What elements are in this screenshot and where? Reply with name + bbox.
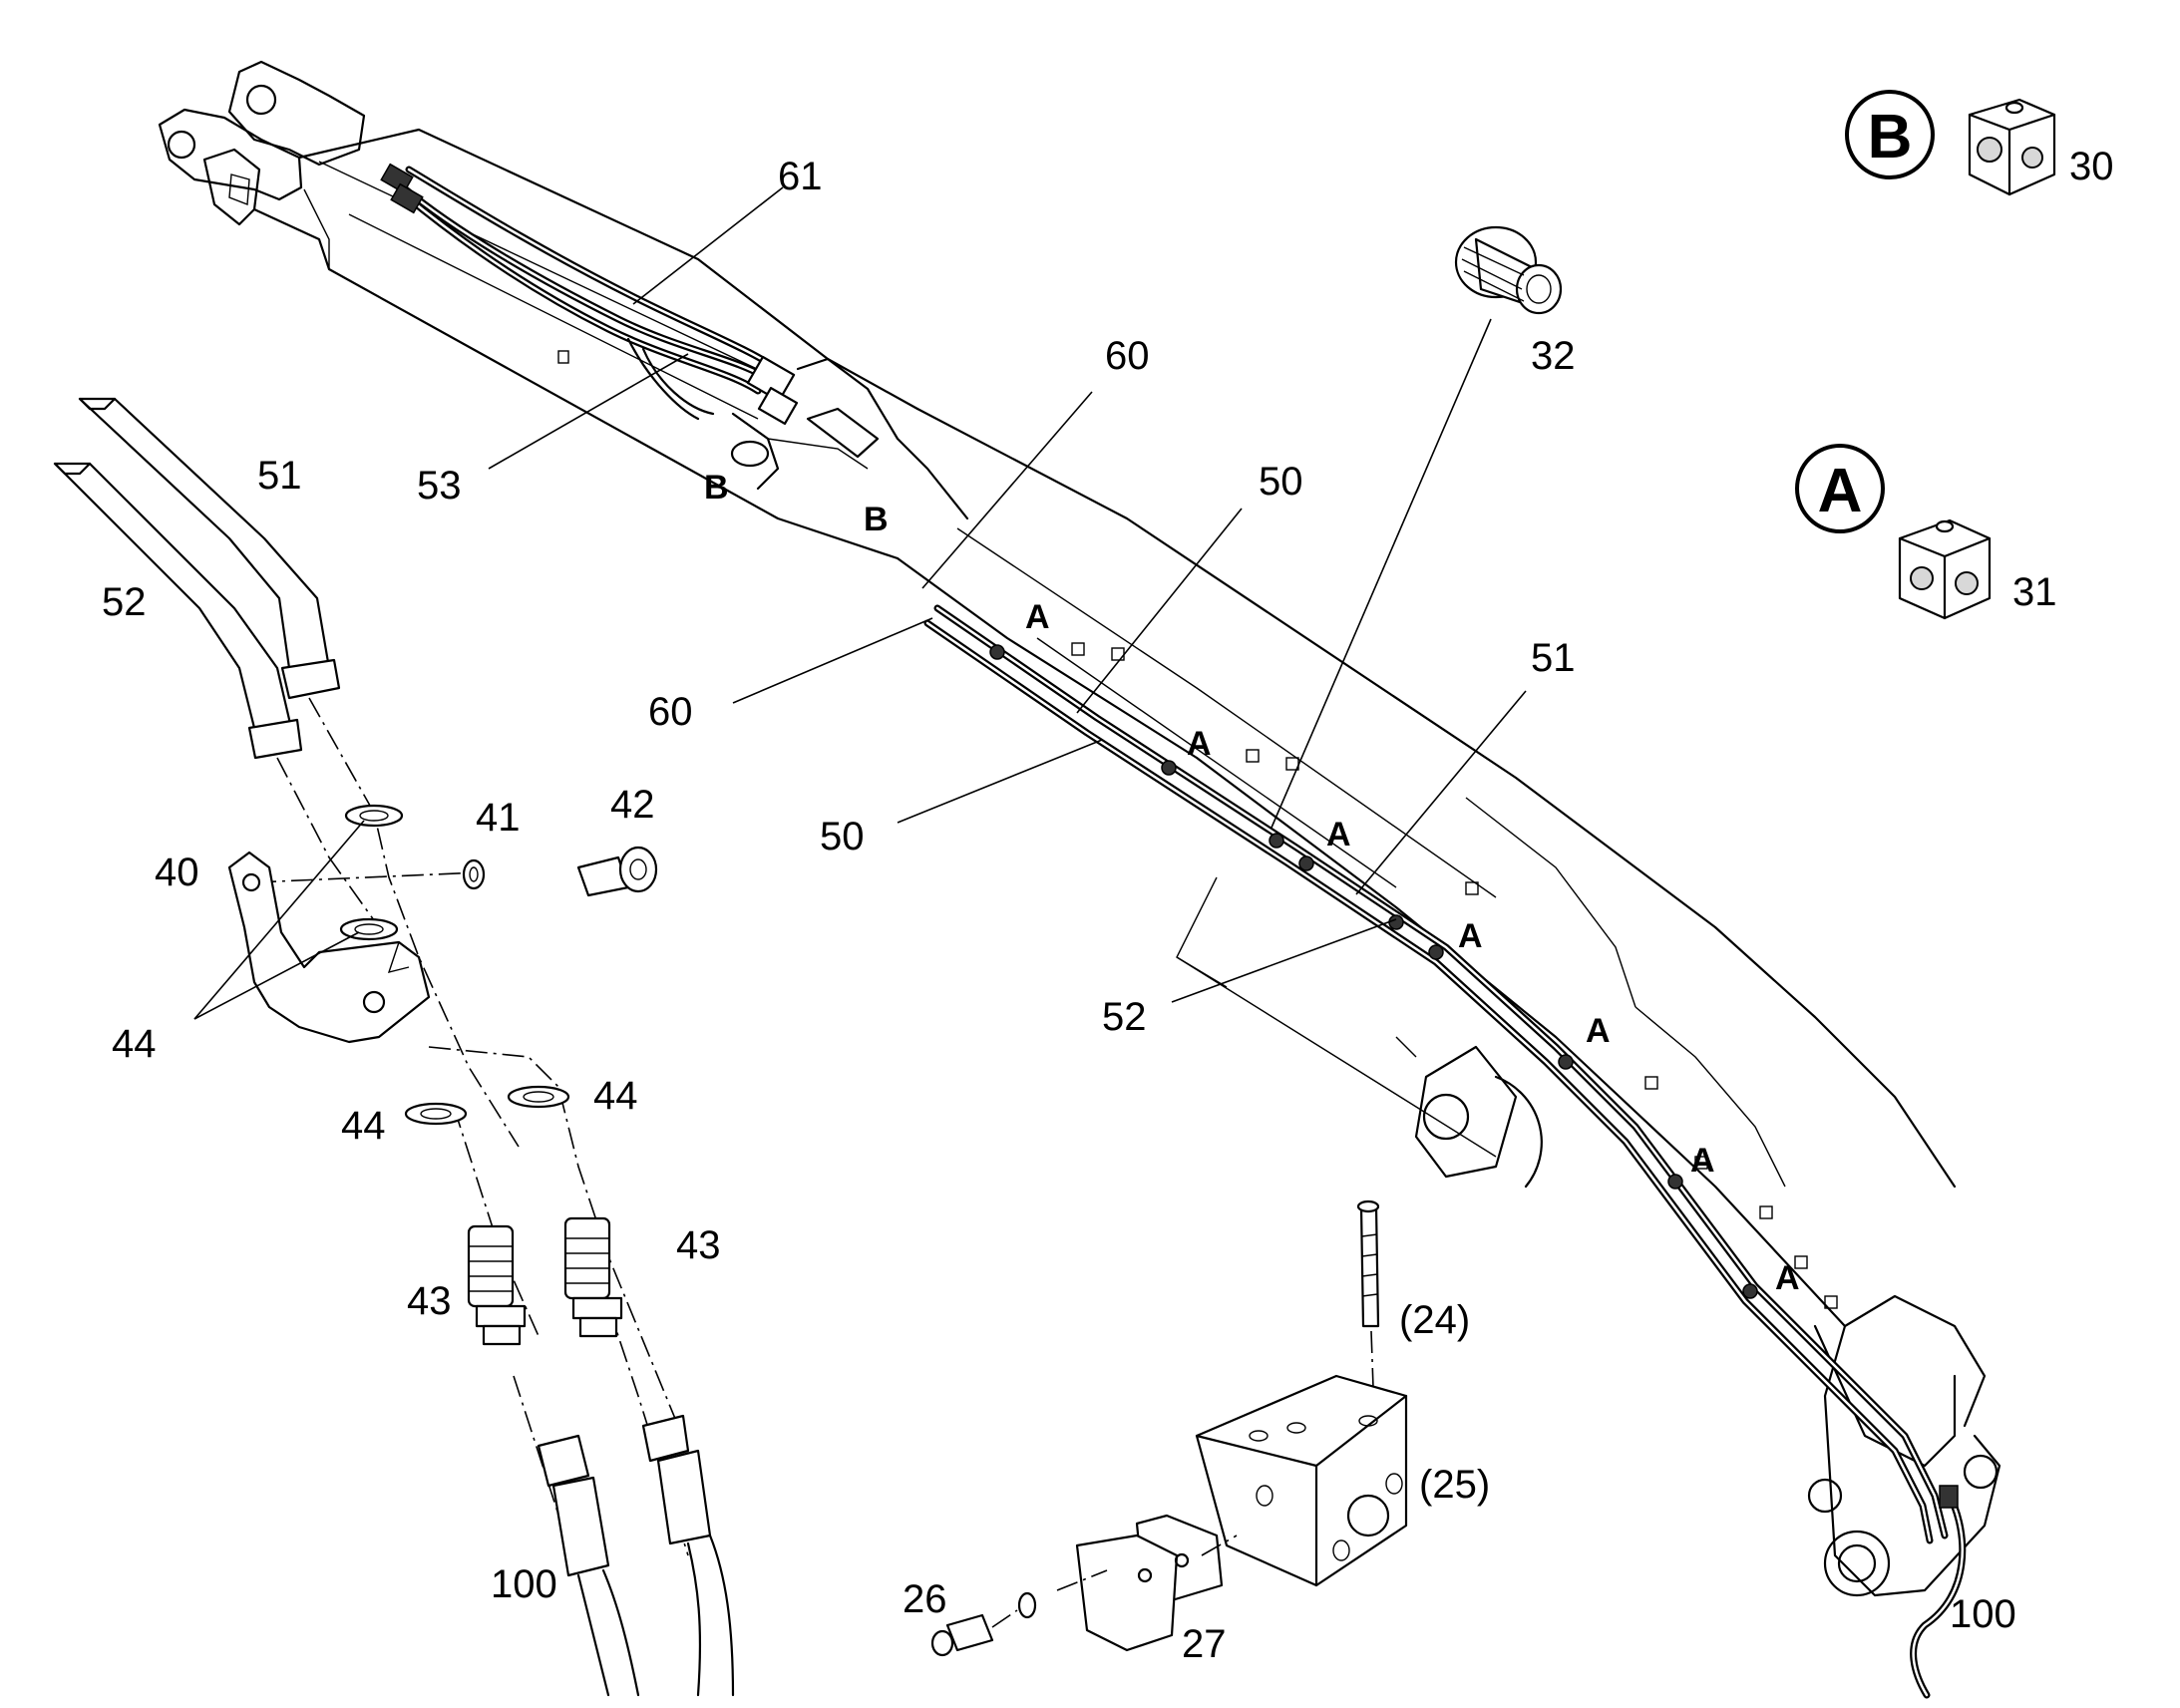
callout-51-right: 51 xyxy=(1531,636,1576,680)
callout-40: 40 xyxy=(155,851,199,894)
left-exploded-assembly xyxy=(53,397,735,1697)
upper-hose-bundle xyxy=(380,163,799,425)
callout-41: 41 xyxy=(476,796,521,840)
callout-60-top: 60 xyxy=(1105,334,1150,378)
marker-a-2: A xyxy=(1187,725,1212,763)
callout-44-lower-left: 44 xyxy=(341,1104,386,1148)
fitting-32 xyxy=(1454,225,1563,315)
clamp-part-30 xyxy=(1968,98,2056,196)
boom-structure xyxy=(158,60,2001,1597)
boom-pipe-run xyxy=(923,604,1967,1699)
boom-pads xyxy=(557,350,1838,1309)
callout-60-left: 60 xyxy=(648,690,693,734)
callout-100-left: 100 xyxy=(491,1562,557,1606)
leader-lines xyxy=(193,186,1527,1020)
callout-52-left: 52 xyxy=(102,580,147,624)
marker-a-4: A xyxy=(1458,917,1483,955)
marker-b-1: B xyxy=(704,469,729,507)
hose-100-left xyxy=(537,1414,735,1697)
marker-b-2: B xyxy=(864,501,889,538)
marker-a-3: A xyxy=(1326,816,1351,854)
callout-43-right: 43 xyxy=(676,1223,721,1267)
callout-50-top: 50 xyxy=(1259,460,1303,504)
fitting-43-right xyxy=(563,1216,623,1338)
marker-a-5: A xyxy=(1586,1012,1611,1050)
callout-44-left: 44 xyxy=(112,1022,157,1066)
callout-53: 53 xyxy=(417,464,462,508)
callout-24: (24) xyxy=(1399,1298,1470,1342)
pipe-clamps xyxy=(989,644,1758,1299)
callout-61: 61 xyxy=(778,155,823,198)
callout-26: 26 xyxy=(903,1577,947,1621)
legend-b: B xyxy=(1845,90,2056,196)
badge-a xyxy=(1795,444,1885,533)
marker-a-7: A xyxy=(1775,1259,1800,1297)
marker-a-6: A xyxy=(1690,1142,1715,1180)
fitting-43-left xyxy=(467,1224,527,1346)
callout-27: 27 xyxy=(1182,1622,1227,1666)
callout-52-right: 52 xyxy=(1102,995,1147,1039)
callout-44-lower-right: 44 xyxy=(593,1074,638,1118)
clamp-markers: B B A A A A A A A xyxy=(704,469,1800,1297)
callout-32: 32 xyxy=(1531,334,1576,378)
callout-30: 30 xyxy=(2069,145,2114,188)
callout-42: 42 xyxy=(610,783,655,827)
callout-25: (25) xyxy=(1419,1463,1490,1507)
badge-a-letter: A xyxy=(1818,457,1863,525)
callout-51-left: 51 xyxy=(257,454,302,498)
legend-a: A xyxy=(1795,444,1992,620)
callout-43-left: 43 xyxy=(407,1279,452,1323)
badge-b xyxy=(1845,90,1935,179)
clamp-part-31 xyxy=(1898,518,1992,620)
callout-31: 31 xyxy=(2012,570,2057,614)
callout-labels: 61 53 60 60 50 50 51 52 32 30 31 51 52 4… xyxy=(102,145,2114,1666)
badge-b-letter: B xyxy=(1868,103,1913,171)
manifold-block-assembly xyxy=(930,1199,1408,1657)
callout-100-right: 100 xyxy=(1950,1592,2016,1636)
marker-a-1: A xyxy=(1025,598,1050,636)
callout-50-left: 50 xyxy=(820,815,865,858)
